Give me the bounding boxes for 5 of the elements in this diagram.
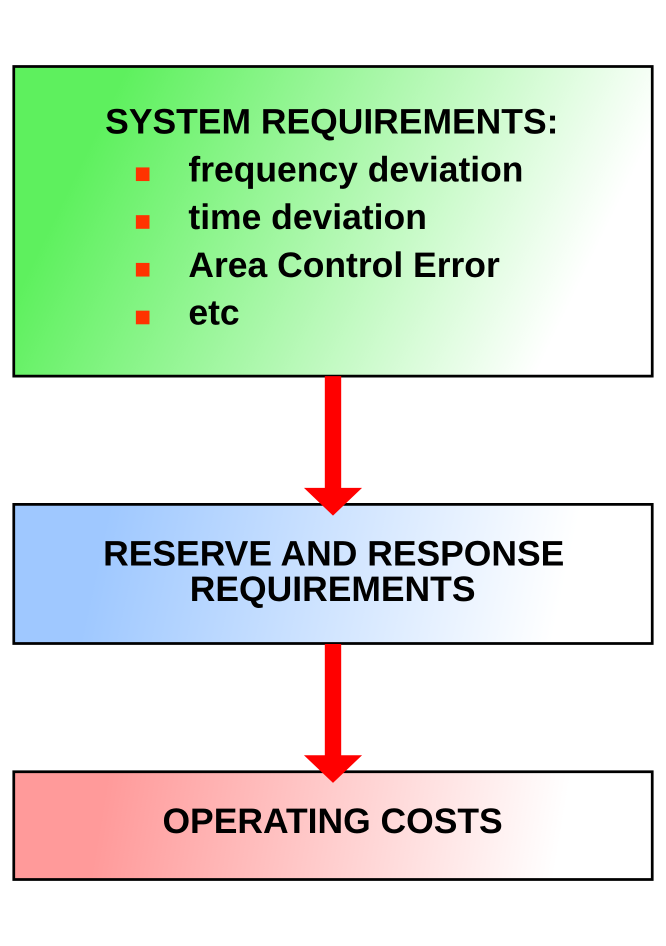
node-box: RESERVE AND RESPONSE REQUIREMENTS (12, 503, 654, 645)
arrow (304, 644, 362, 783)
node-box: SYSTEM REQUIREMENTS: frequency deviation time deviation Area Control Error etc (12, 65, 654, 378)
arrow (304, 376, 362, 516)
node-box: OPERATING COSTS (12, 770, 654, 881)
